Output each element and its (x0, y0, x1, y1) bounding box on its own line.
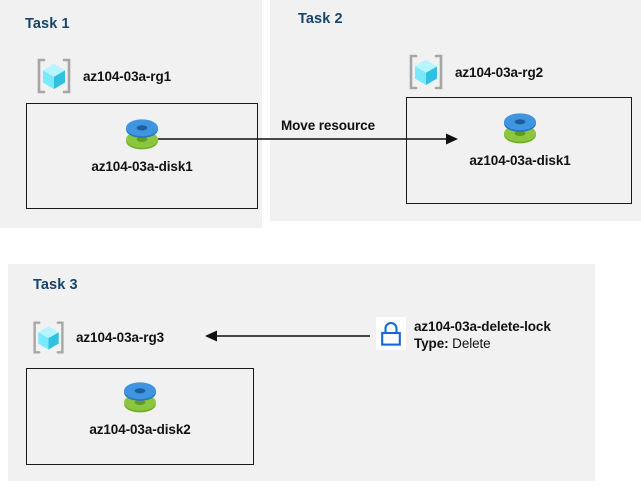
disk-node-1-label: az104-03a-disk1 (91, 159, 193, 174)
delete-lock-node: az104-03a-delete-lock Type: Delete (376, 317, 551, 353)
resource-group-icon-svg (409, 54, 443, 90)
resource-group-icon (34, 56, 74, 96)
resource-group-1-label: az104-03a-rg1 (83, 68, 172, 84)
delete-lock-arrow (205, 330, 370, 342)
resource-group-3-container (26, 368, 254, 465)
panel-title-task-3: Task 3 (33, 277, 78, 293)
managed-disk-icon (497, 106, 543, 150)
padlock-icon (376, 317, 406, 350)
managed-disk-icon-svg (124, 382, 156, 413)
move-resource-arrow (158, 133, 458, 145)
panel-task-2 (270, 0, 641, 221)
resource-group-icon-svg (37, 58, 71, 94)
managed-disk-icon (119, 112, 165, 156)
panel-task-3 (8, 264, 595, 481)
delete-lock-type-row: Type: Delete (414, 336, 551, 353)
disk-node-2: az104-03a-disk1 (465, 106, 575, 168)
resource-group-2-container (406, 97, 632, 204)
resource-group-3-label: az104-03a-rg3 (76, 330, 165, 345)
panel-title-task-1: Task 1 (25, 16, 70, 32)
resource-group-1: az104-03a-rg1 (34, 56, 171, 96)
managed-disk-icon (117, 375, 163, 419)
resource-group-icon (30, 319, 67, 356)
panel-task-1 (0, 0, 262, 228)
delete-lock-type-value: Delete (452, 335, 491, 351)
resource-group-1-container (26, 103, 258, 209)
resource-group-2-label: az104-03a-rg2 (455, 64, 544, 80)
disk-node-1: az104-03a-disk1 (87, 112, 197, 174)
padlock-icon-svg (381, 321, 401, 346)
delete-lock-name: az104-03a-delete-lock (414, 319, 551, 334)
resource-group-icon (406, 52, 446, 92)
managed-disk-icon-svg (504, 113, 536, 144)
resource-group-icon-svg (33, 321, 64, 354)
resource-group-2: az104-03a-rg2 (406, 52, 543, 92)
disk-node-2-label: az104-03a-disk1 (469, 153, 571, 168)
managed-disk-icon-svg (126, 119, 158, 150)
disk-node-3: az104-03a-disk2 (85, 375, 195, 437)
delete-lock-text: az104-03a-delete-lock Type: Delete (414, 317, 551, 353)
disk-node-3-label: az104-03a-disk2 (89, 422, 191, 437)
move-resource-label: Move resource (281, 118, 375, 133)
resource-group-3: az104-03a-rg3 (30, 319, 164, 356)
delete-lock-type-key: Type: (414, 335, 449, 351)
panel-title-task-2: Task 2 (298, 11, 343, 27)
